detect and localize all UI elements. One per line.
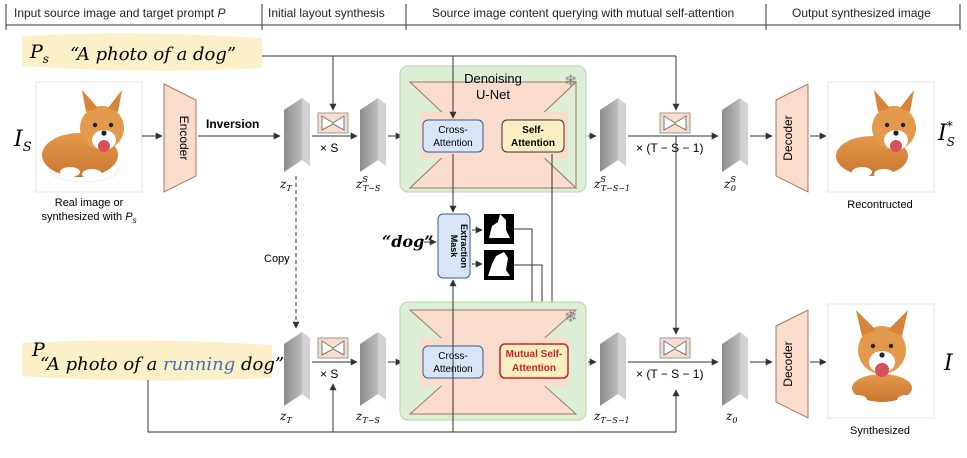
frozen-snowflake-icon-bottom: ❄ xyxy=(564,309,577,326)
latent-zT-bottom xyxy=(284,332,310,406)
latent-zTS-top xyxy=(360,98,386,172)
header-output: Output synthesized image xyxy=(792,6,931,20)
source-prompt-banner: Ps “A photo of a dog” xyxy=(22,33,262,71)
encoder-label: Encoder xyxy=(177,116,191,161)
mini-unet-icon-bottom-1 xyxy=(317,337,349,359)
latent-z0-top xyxy=(722,98,748,172)
decoder-top-label: Decoder xyxy=(781,115,795,160)
synthesized-symbol: I xyxy=(943,351,954,376)
mutual-self-attention-line2: Attention xyxy=(512,363,556,374)
zT-label-bottom: zT xyxy=(279,409,292,425)
self-attention-line2: Attention xyxy=(511,138,555,149)
header-querying: Source image content querying with mutua… xyxy=(432,6,734,20)
latent-z0-bottom xyxy=(722,332,748,406)
mini-unet-icon-top-2 xyxy=(659,112,691,134)
cross-attention-top-line1: Cross- xyxy=(438,125,467,136)
zTS1-label-bottom: zT−S−1 xyxy=(593,409,630,425)
section-headers: Input source image and target prompt P I… xyxy=(5,4,961,30)
latent-zTS-bottom xyxy=(360,332,386,406)
source-prompt-text: “A photo of a dog” xyxy=(70,44,236,65)
self-attention-line1: Self- xyxy=(522,125,544,136)
synthesized-caption: Synthesized xyxy=(850,425,910,437)
reconstructed-image xyxy=(827,81,935,193)
source-prompt-var: Ps xyxy=(29,41,49,66)
copy-label: Copy xyxy=(264,253,290,265)
target-prompt-text: “A photo of a running dog” xyxy=(40,354,284,375)
z0-label-bottom: z0 xyxy=(725,409,737,425)
decoder-top-block: Decoder xyxy=(775,83,809,193)
decoder-bottom-block: Decoder xyxy=(775,309,809,419)
unet-title-line2: U-Net xyxy=(476,87,510,102)
source-caption-line2: synthesized with Ps xyxy=(41,211,136,225)
dog-token: “dog” xyxy=(382,232,433,251)
target-prompt-banner: P “A photo of a running dog” xyxy=(22,339,284,381)
synthesized-image xyxy=(827,303,935,419)
latent-zTS1-bottom xyxy=(600,332,626,406)
decoder-bottom-label: Decoder xyxy=(781,341,795,386)
mask-label-line1: Mask xyxy=(449,235,459,259)
header-layout: Initial layout synthesis xyxy=(268,6,385,20)
unet-bottom: ❄ Cross- Attention Mutual Self- Attentio… xyxy=(399,301,587,421)
unet-title-line1: Denoising xyxy=(464,71,522,86)
times-S-top: × S xyxy=(320,141,338,155)
header-input: Input source image and target prompt P xyxy=(14,6,225,20)
mask-label-line2: Extraction xyxy=(459,224,469,268)
times-TS1-top: × (T − S − 1) xyxy=(636,141,703,155)
zT-label-top: zT xyxy=(279,177,292,193)
reconstructed-symbol: I*S xyxy=(937,119,955,149)
frozen-snowflake-icon: ❄ xyxy=(564,73,577,90)
mini-unet-icon-top-1 xyxy=(317,112,349,134)
mask-source-image xyxy=(484,214,514,244)
latent-zT-top xyxy=(284,98,310,172)
inversion-label: Inversion xyxy=(206,117,259,131)
zTS-label-bottom: zT−S xyxy=(355,409,380,425)
times-S-bottom: × S xyxy=(320,367,338,381)
latent-zTS1-top xyxy=(600,98,626,172)
times-TS1-bottom: × (T − S − 1) xyxy=(636,367,703,381)
reconstructed-caption: Recontructed xyxy=(847,199,912,211)
mini-unet-icon-bottom-2 xyxy=(659,337,691,359)
source-symbol: IS xyxy=(13,127,32,155)
source-image xyxy=(35,81,143,193)
mutual-self-attention-line1: Mutual Self- xyxy=(506,349,563,360)
mask-extraction-block: Mask Extraction xyxy=(437,213,471,279)
target-prompt-var: P xyxy=(31,339,46,361)
unet-top: Denoising U-Net ❄ Cross- Attention Self-… xyxy=(399,65,587,193)
source-caption-line1: Real image or xyxy=(55,197,124,209)
mask-target-image xyxy=(484,250,514,280)
cross-attention-top-line2: Attention xyxy=(433,138,472,149)
encoder-block: Encoder xyxy=(163,83,197,193)
